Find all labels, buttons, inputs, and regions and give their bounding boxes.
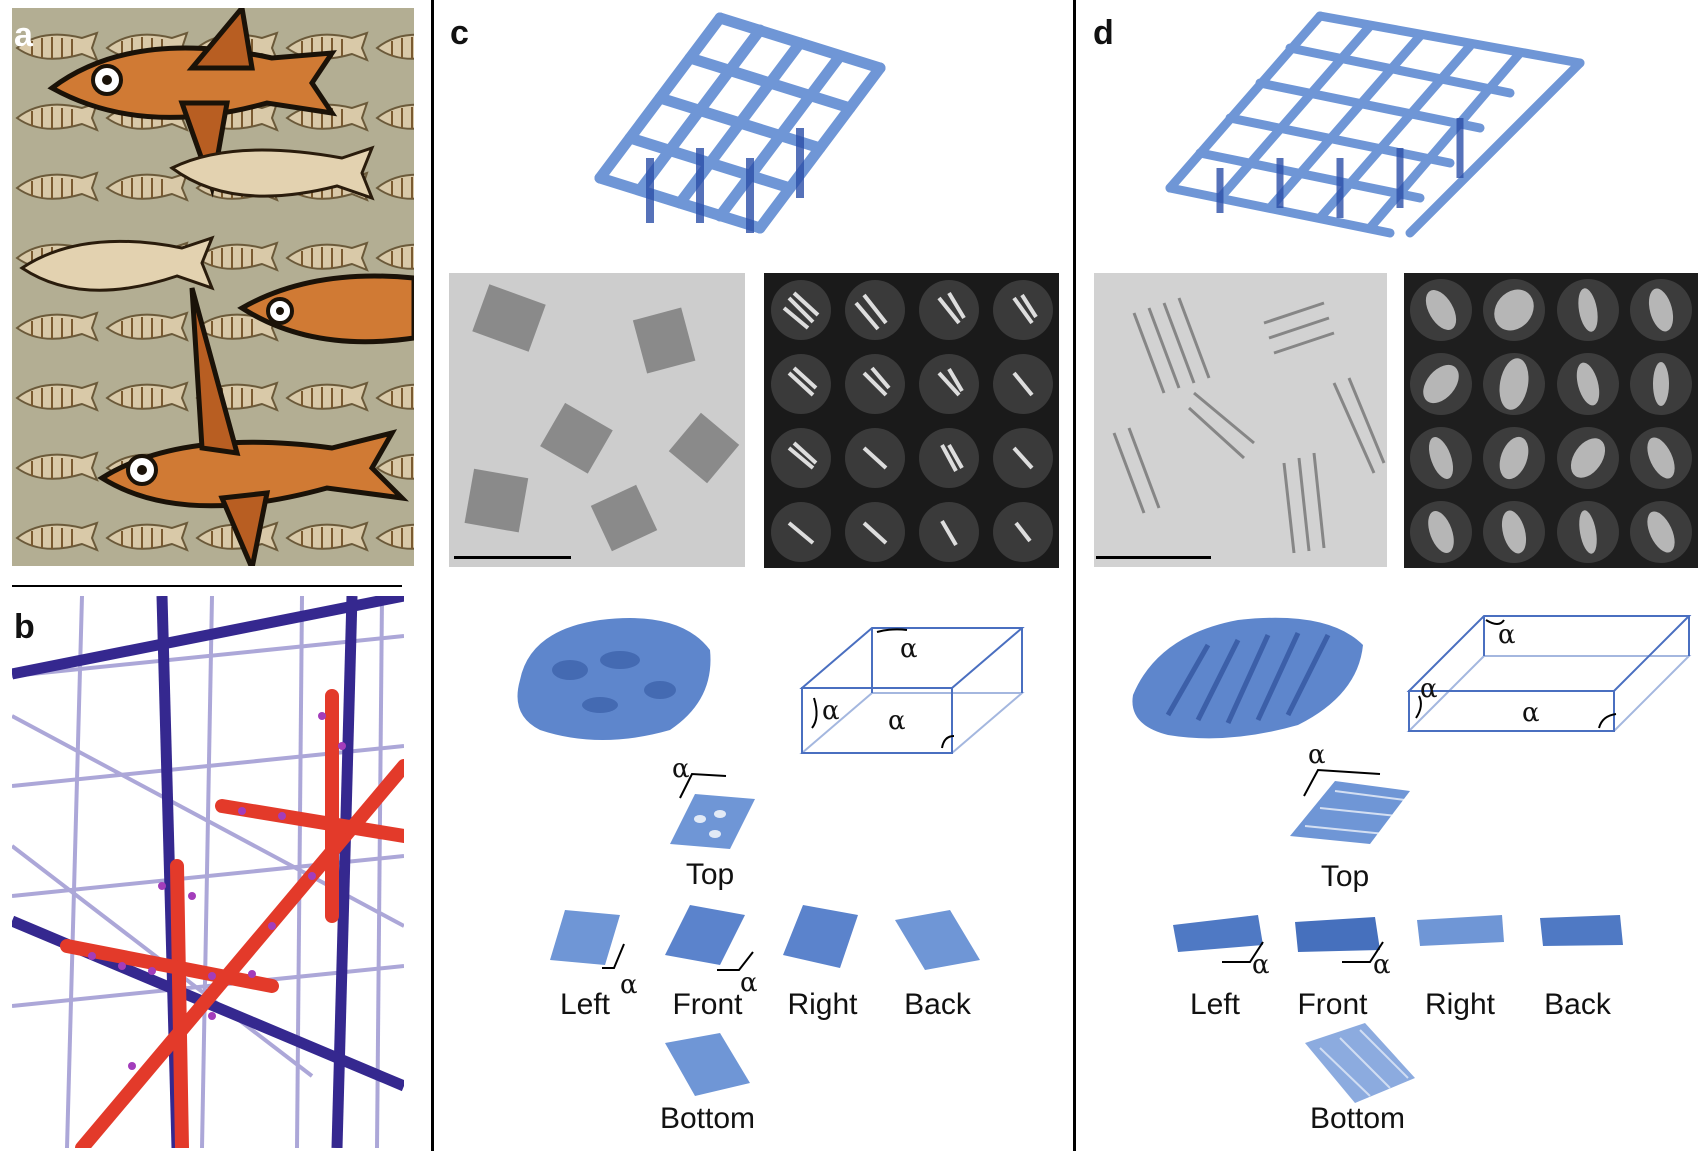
label-c-front: Front (672, 988, 743, 1021)
panel-d-view-bottom (1305, 1023, 1415, 1103)
label-c-bottom: Bottom (659, 1102, 756, 1135)
label-c-back: Back (904, 988, 971, 1021)
panel-d-unit-cell-box (1406, 615, 1692, 732)
alpha-d-box-bottom: α (1522, 698, 1540, 728)
lattice-helix-model (12, 596, 404, 1148)
scale-bar (454, 556, 571, 559)
panel-c-view-left (550, 910, 620, 965)
panel-d-view-back (1540, 915, 1623, 946)
panel-c-view-back (895, 910, 980, 970)
panel-c-class-averages (764, 273, 1059, 568)
alpha-c-left: α (620, 970, 638, 1000)
panel-d-view-right (1417, 915, 1504, 946)
panel-d-view-top (1290, 781, 1410, 844)
panel-d-alpha-mark-top (1303, 768, 1381, 797)
panel-label-d: d (1093, 14, 1114, 52)
panel-c-alpha-mark-left (602, 943, 625, 969)
panel-d-micrograph (1094, 273, 1387, 567)
label-d-right: Right (1424, 988, 1496, 1021)
alpha-d-box-top: α (1498, 620, 1516, 650)
panel-d-view-front (1295, 917, 1380, 952)
scale-bar-d (1096, 556, 1211, 559)
divider-right (1073, 0, 1076, 1151)
alpha-c-front: α (740, 968, 758, 998)
label-d-bottom: Bottom (1309, 1102, 1406, 1135)
fish-tessellation-image (12, 8, 414, 566)
fish-large-3 (97, 287, 409, 566)
fish-large-2 (237, 273, 414, 345)
label-d-top: Top (1320, 860, 1370, 893)
panel-c-view-front (665, 905, 745, 965)
panel-label-a: a (14, 16, 33, 54)
label-c-left: Left (559, 988, 611, 1021)
fish-mid (19, 145, 375, 292)
alpha-c-top: α (672, 754, 690, 784)
panel-c-view-right (783, 905, 858, 968)
panel-d-lattice-model (1165, 11, 1585, 238)
fish-large-1 (47, 8, 338, 198)
panel-c-view-bottom (665, 1033, 750, 1096)
label-d-back: Back (1544, 988, 1611, 1021)
alpha-c-box-left: α (822, 696, 840, 726)
label-c-right: Right (787, 988, 858, 1021)
panel-label-c: c (450, 14, 469, 52)
panel-a-artwork (12, 8, 414, 566)
panel-c-unit-cell-box (799, 627, 1025, 754)
panel-b-model (12, 596, 404, 1148)
panel-label-b: b (14, 608, 35, 646)
panel-d-class-averages (1404, 273, 1698, 568)
panel-d-alpha-mark-front (1342, 941, 1384, 963)
panel-d-density-map (1132, 617, 1363, 739)
alpha-d-box-left: α (1420, 674, 1438, 704)
panel-c-alpha-mark-top (679, 772, 727, 799)
label-d-left: Left (1189, 988, 1241, 1021)
label-c-top: Top (685, 858, 735, 891)
alpha-c-box-top: α (900, 634, 918, 664)
alpha-d-top: α (1308, 740, 1326, 770)
alpha-c-box-bottom: α (888, 706, 906, 736)
panel-c-alpha-mark-front (717, 951, 754, 971)
divider-ab (12, 585, 402, 587)
panel-c-micrograph (449, 273, 745, 567)
panel-c-lattice-model (594, 12, 886, 234)
panel-d-alpha-mark-left (1222, 941, 1264, 963)
alpha-d-left: α (1252, 950, 1270, 980)
divider-left (431, 0, 434, 1151)
label-d-front: Front (1297, 988, 1368, 1021)
panel-d-view-left (1173, 915, 1263, 952)
panel-c-view-top (670, 794, 755, 849)
alpha-d-front: α (1373, 950, 1391, 980)
panel-c-density-map (517, 618, 711, 740)
